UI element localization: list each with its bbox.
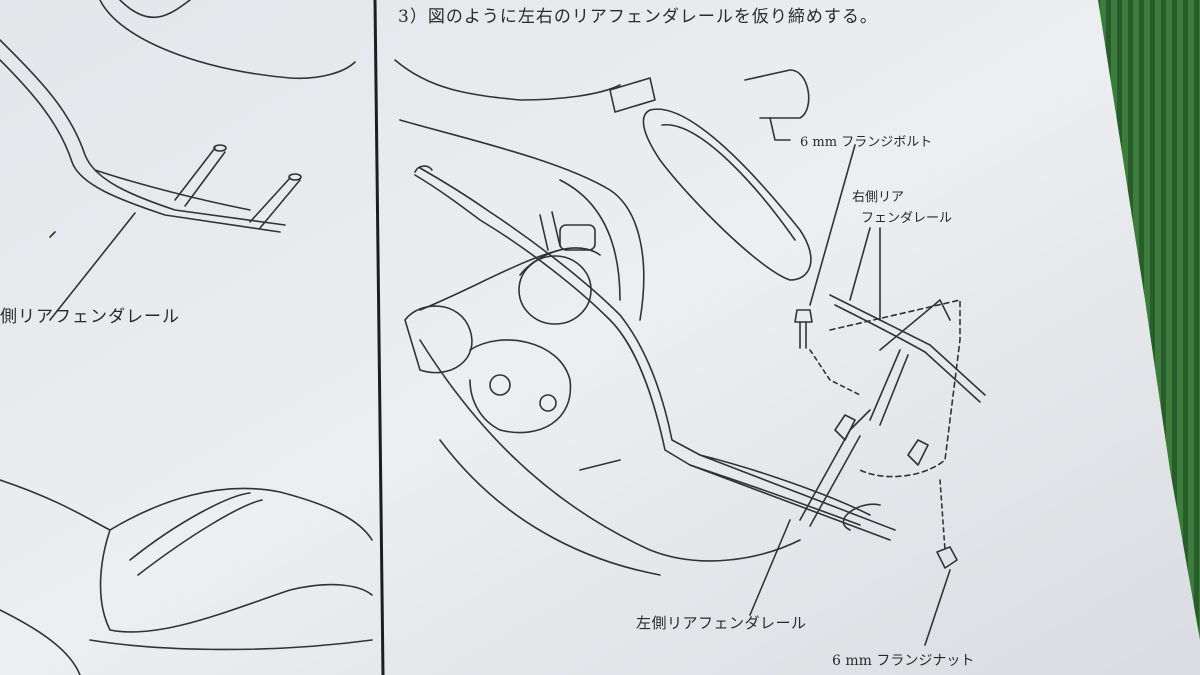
panel-divider [373, 0, 385, 675]
flange-bolt-label: 6 mm フランジボルト [800, 135, 933, 150]
left-seat-drawing [0, 479, 373, 675]
left-rail-label: 左側リアフェンダレール [636, 614, 807, 632]
right-rail-label-line2: フェンダレール [861, 211, 953, 226]
left-rail-label-partial: 側リアフェンダレール [0, 307, 180, 327]
flange-nut-label: 6 mm フランジナット [832, 653, 975, 669]
left-rail-drawing [0, 0, 356, 321]
right-rear-assembly-drawing [394, 59, 986, 646]
right-rail-label-line1: 右側リア [852, 190, 905, 205]
step-instruction: 3）図のように左右のリアフェンダレールを仮り締めする。 [398, 7, 878, 27]
